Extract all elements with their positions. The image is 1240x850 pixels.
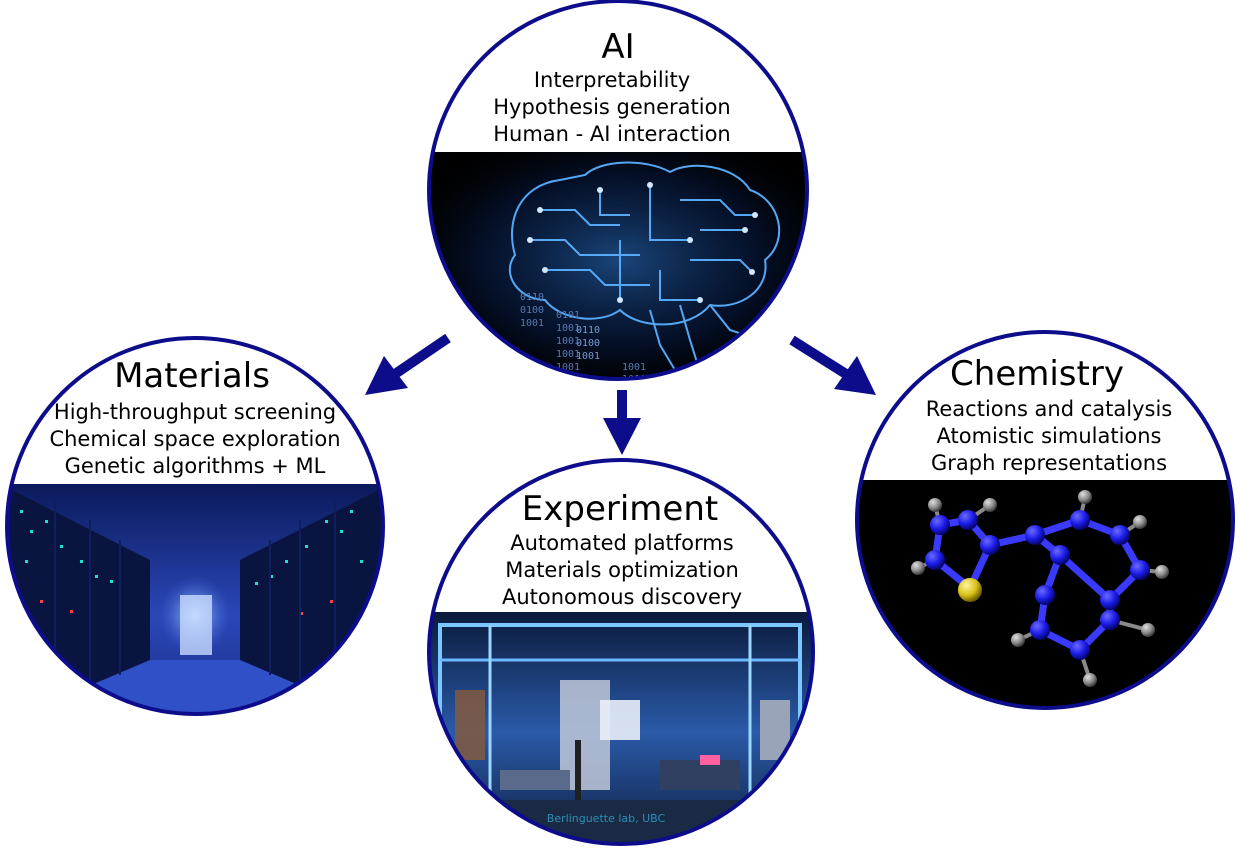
arrow-ai-to-experiment	[603, 390, 641, 455]
experiment-caption: Berlinguette lab, UBC	[547, 812, 666, 825]
node-chemistry: Chemistry Reactions and catalysis Atomis…	[855, 330, 1235, 710]
binary-digit: 1001	[622, 362, 646, 373]
experiment-line-2: Materials optimization	[505, 558, 739, 582]
molecule-icon	[911, 490, 1169, 687]
chemistry-line-3: Graph representations	[931, 451, 1167, 475]
server-room-icon	[7, 484, 383, 714]
binary-digit: 1001	[556, 362, 580, 373]
binary-digit: 1001	[556, 323, 580, 334]
experiment-line-3: Autonomous discovery	[502, 585, 742, 609]
node-ai: 0110 0100 1001 0101 1001 0110 0100 1001 …	[427, 0, 809, 381]
binary-digit: 1001	[520, 318, 544, 329]
experiment-line-1: Automated platforms	[510, 531, 733, 555]
arrow-ai-to-chemistry	[789, 335, 876, 395]
node-experiment: Berlinguette lab, UBC Experiment Automat…	[427, 458, 815, 846]
chemistry-image	[857, 480, 1233, 708]
ai-image: 0110 0100 1001 0101 1001 0110 0100 1001 …	[429, 152, 807, 379]
binary-digit: 0110	[576, 325, 600, 336]
chemistry-line-1: Reactions and catalysis	[926, 397, 1173, 421]
binary-digit: 1001	[556, 336, 580, 347]
binary-digit: 0101	[556, 310, 580, 321]
ai-line-3: Human - AI interaction	[493, 122, 730, 146]
materials-line-1: High-throughput screening	[54, 400, 336, 424]
binary-digit: 0100	[520, 305, 544, 316]
arrow-ai-to-materials	[365, 333, 451, 395]
ai-title: AI	[601, 27, 634, 67]
materials-line-2: Chemical space exploration	[49, 427, 340, 451]
materials-line-3: Genetic algorithms + ML	[65, 454, 326, 478]
binary-digit: 1001	[556, 349, 580, 360]
binary-digit: 0100	[576, 338, 600, 349]
ai-line-2: Hypothesis generation	[493, 95, 730, 119]
binary-digit: 1001	[576, 351, 600, 362]
experiment-title: Experiment	[522, 489, 718, 529]
experiment-image: Berlinguette lab, UBC	[429, 612, 813, 844]
node-materials: Materials High-throughput screening Chem…	[5, 336, 385, 716]
binary-digit: 0110	[520, 292, 544, 303]
chemistry-line-2: Atomistic simulations	[936, 424, 1161, 448]
materials-title: Materials	[114, 356, 270, 396]
chemistry-title: Chemistry	[950, 354, 1124, 394]
ai-line-1: Interpretability	[534, 68, 690, 92]
materials-image	[7, 484, 383, 714]
